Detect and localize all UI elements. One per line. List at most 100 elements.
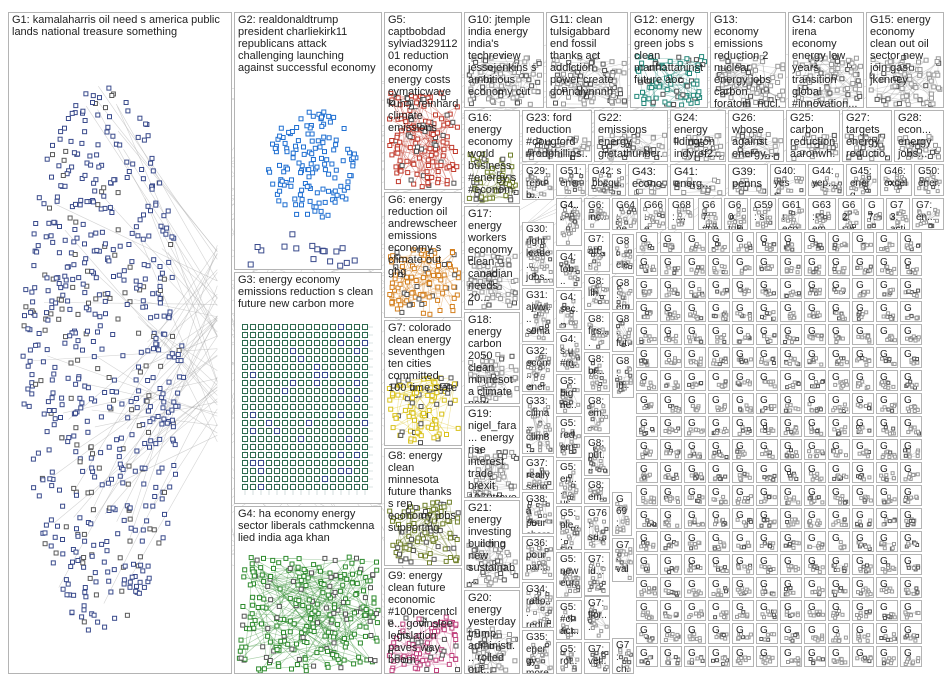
node: [532, 272, 537, 277]
node: [131, 561, 136, 567]
node: [325, 664, 331, 670]
node: [409, 400, 415, 406]
node: [266, 412, 272, 418]
node: [537, 302, 542, 306]
node: [298, 170, 304, 176]
node: [452, 633, 458, 638]
node: [526, 365, 530, 369]
node: [301, 567, 307, 573]
group-box-12: G12: energy economy new green jobs s cle…: [630, 12, 708, 108]
node: [314, 404, 320, 410]
node: [399, 128, 405, 134]
node: [267, 639, 273, 645]
node: [660, 65, 666, 71]
node: [136, 364, 141, 370]
node: [258, 420, 264, 426]
node: [743, 177, 749, 183]
node: [322, 396, 328, 402]
node: [70, 284, 76, 290]
node: [502, 449, 508, 455]
node: [318, 646, 324, 652]
node: [408, 177, 414, 183]
node: [242, 567, 248, 573]
node: [717, 190, 723, 195]
node: [63, 577, 69, 583]
node: [306, 340, 312, 346]
node: [62, 273, 68, 279]
node: [532, 327, 536, 332]
node: [346, 554, 352, 560]
node: [95, 142, 101, 148]
node: [387, 397, 393, 403]
node: [442, 285, 448, 291]
node: [282, 436, 288, 442]
node: [429, 393, 435, 399]
node: [296, 160, 302, 166]
node: [170, 424, 176, 430]
node: [410, 395, 415, 401]
node: [508, 483, 514, 489]
node: [530, 547, 535, 552]
node: [909, 65, 914, 71]
node: [353, 592, 359, 598]
node: [662, 132, 667, 138]
node: [387, 508, 393, 514]
node: [671, 102, 677, 107]
node: [309, 138, 315, 144]
node: [322, 332, 328, 338]
node: [338, 183, 344, 189]
node: [44, 429, 50, 435]
node: [387, 143, 393, 148]
node: [827, 90, 833, 96]
node: [371, 600, 377, 606]
node: [546, 445, 551, 450]
node: [25, 326, 31, 332]
node: [75, 311, 81, 317]
node: [424, 175, 430, 180]
node: [496, 633, 502, 639]
node: [414, 284, 420, 289]
node: [312, 145, 318, 151]
group-box-39: G39: penns...: [728, 164, 768, 196]
group-box-28: G28: econ... energy jobs...: [894, 110, 944, 162]
node: [453, 643, 459, 649]
node: [33, 342, 39, 348]
node: [404, 158, 410, 164]
node: [306, 604, 312, 610]
node: [83, 256, 89, 262]
node: [930, 101, 936, 107]
node: [73, 219, 79, 225]
node: [420, 173, 426, 179]
node: [82, 538, 88, 544]
node: [846, 154, 852, 160]
node: [536, 431, 541, 436]
node: [106, 444, 112, 450]
node: [297, 192, 303, 198]
node: [248, 555, 254, 561]
node: [511, 637, 516, 643]
node: [415, 633, 421, 639]
node: [441, 146, 447, 152]
node: [547, 427, 552, 432]
node: [425, 180, 431, 186]
node: [603, 86, 609, 92]
node: [346, 452, 352, 458]
node: [486, 302, 492, 308]
node: [710, 185, 716, 191]
group-box-11: G11: clean tulsigabbard end fossil thank…: [546, 12, 628, 108]
node: [362, 404, 368, 410]
node: [326, 113, 332, 119]
node: [468, 371, 474, 377]
node: [489, 626, 495, 632]
node: [870, 57, 876, 63]
node: [794, 179, 799, 184]
node: [265, 633, 271, 639]
node: [73, 410, 78, 416]
node: [153, 202, 159, 208]
edge: [527, 610, 548, 615]
node: [721, 68, 727, 74]
edge: [912, 61, 938, 86]
node: [543, 278, 548, 283]
node: [763, 86, 769, 92]
node: [519, 92, 525, 98]
